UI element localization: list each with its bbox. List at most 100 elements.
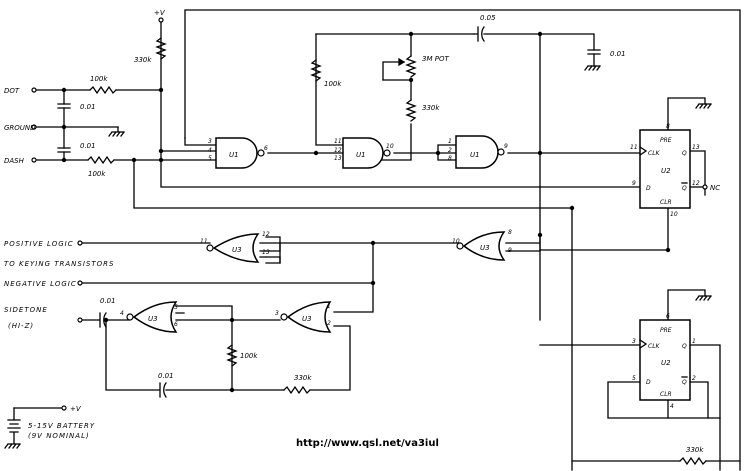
svg-text:U1: U1	[356, 151, 366, 159]
svg-text:10: 10	[386, 143, 394, 150]
labels: +V DOT GROUND DASH 330k 100k 100k 0.01 0…	[4, 9, 704, 454]
r-100k-osc: 100k	[240, 352, 258, 360]
keying-transistors-label: TO KEYING TRANSISTORS	[4, 260, 114, 268]
svg-text:12: 12	[262, 231, 270, 238]
svg-text:12: 12	[692, 180, 700, 187]
gate-u3c: 4 5 6 U3	[120, 301, 178, 333]
svg-text:U2: U2	[661, 167, 671, 175]
c-005: 0.05	[480, 14, 496, 22]
svg-text:5: 5	[632, 375, 636, 382]
svg-text:U3: U3	[232, 246, 242, 254]
svg-text:5: 5	[174, 304, 178, 311]
svg-text:3: 3	[632, 338, 636, 345]
ground-input-label: GROUND	[4, 124, 36, 132]
r-330k-top: 330k	[134, 56, 152, 64]
gate-u1b: 11 12 13 10 U1	[334, 137, 394, 169]
svg-text:9: 9	[632, 180, 636, 187]
svg-text:Q: Q	[682, 379, 687, 386]
svg-text:CLR: CLR	[660, 391, 672, 398]
sidetone-z-label: (HI-Z)	[8, 322, 34, 330]
svg-text:1: 1	[327, 303, 331, 310]
dot-input-label: DOT	[4, 87, 20, 95]
svg-text:9: 9	[504, 143, 508, 150]
svg-text:U3: U3	[148, 315, 158, 323]
sidetone-label: SIDETONE	[4, 306, 48, 314]
svg-text:6: 6	[666, 313, 670, 320]
svg-text:Q: Q	[682, 150, 687, 157]
c-001-osc: 0.01	[158, 372, 174, 380]
svg-text:U1: U1	[470, 151, 480, 159]
svg-text:PRE: PRE	[660, 137, 672, 144]
svg-text:2: 2	[448, 147, 452, 154]
c-001-right: 0.01	[610, 50, 626, 58]
gate-u3a: 11 12 13 U3	[200, 231, 270, 263]
svg-text:6: 6	[174, 321, 178, 328]
svg-text:3: 3	[275, 310, 279, 317]
svg-text:D: D	[646, 379, 651, 386]
c-001-b: 0.01	[80, 142, 96, 150]
svg-text:3: 3	[208, 138, 212, 145]
svg-text:U3: U3	[480, 244, 490, 252]
svg-text:9: 9	[508, 247, 512, 254]
svg-text:6: 6	[264, 145, 268, 152]
junctions	[61, 31, 708, 393]
battery-label-2: (9V NOMINAL)	[28, 432, 90, 440]
svg-text:CLR: CLR	[660, 199, 672, 206]
r-100k-dash: 100k	[88, 170, 106, 178]
svg-text:13: 13	[692, 144, 700, 151]
c-001-a: 0.01	[80, 103, 96, 111]
svg-text:1: 1	[692, 338, 696, 345]
svg-text:8: 8	[666, 123, 670, 130]
wires	[4, 9, 741, 471]
terminals	[31, 17, 708, 411]
svg-text:Q: Q	[682, 343, 687, 350]
negative-logic-label: NEGATIVE LOGIC	[4, 280, 77, 288]
flipflop-u2-bottom: PRE CLK Q U2 D Q CLR 6 3 5 1 2 4	[632, 313, 696, 410]
svg-text:4: 4	[208, 147, 212, 154]
r-100k-mid: 100k	[324, 80, 342, 88]
svg-text:Q: Q	[682, 185, 687, 192]
svg-text:2: 2	[327, 320, 331, 327]
svg-text:U1: U1	[229, 151, 239, 159]
supply-label: +V	[154, 9, 166, 17]
pot-label: 3M POT	[422, 55, 449, 63]
svg-text:8: 8	[448, 155, 452, 162]
svg-text:D: D	[646, 185, 651, 192]
gate-u3d: 3 1 2 U3	[275, 301, 332, 333]
r-330k-bottom: 330k	[686, 446, 704, 454]
svg-text:CLK: CLK	[648, 343, 661, 350]
flipflop-u2-top: PRE CLK Q U2 D Q CLR 8 11 9 13 12 10 NC	[630, 123, 720, 218]
svg-text:10: 10	[670, 211, 678, 218]
battery-label-1: 5-15V BATTERY	[28, 422, 95, 430]
svg-text:8: 8	[508, 229, 512, 236]
svg-text:4: 4	[120, 310, 124, 317]
svg-text:13: 13	[334, 155, 342, 162]
svg-text:4: 4	[670, 403, 674, 410]
svg-text:2: 2	[692, 375, 696, 382]
svg-text:11: 11	[200, 238, 208, 245]
svg-text:U2: U2	[661, 359, 671, 367]
r-100k-dot: 100k	[90, 75, 108, 83]
svg-text:5: 5	[208, 155, 212, 162]
dash-input-label: DASH	[4, 157, 25, 165]
c-001-side: 0.01	[100, 297, 116, 305]
svg-text:12: 12	[334, 147, 342, 154]
svg-text:10: 10	[452, 238, 460, 245]
svg-text:CLK: CLK	[648, 150, 661, 157]
svg-text:NC: NC	[710, 184, 720, 192]
r-330k-osc: 330k	[294, 374, 312, 382]
svg-text:13: 13	[262, 249, 270, 256]
battery-supply-label: +V	[70, 405, 82, 413]
r-330k-pot: 330k	[422, 104, 440, 112]
svg-text:U3: U3	[302, 315, 312, 323]
gate-u3b: 10 8 9 U3	[452, 229, 512, 261]
gate-u1c: 1 2 8 9 U1	[448, 135, 508, 169]
svg-text:11: 11	[630, 144, 638, 151]
svg-text:1: 1	[448, 138, 452, 145]
svg-text:11: 11	[334, 138, 342, 145]
positive-logic-label: POSITIVE LOGIC	[4, 240, 74, 248]
footer-url: http://www.qsl.net/va3iul	[296, 438, 439, 449]
svg-text:PRE: PRE	[660, 327, 672, 334]
